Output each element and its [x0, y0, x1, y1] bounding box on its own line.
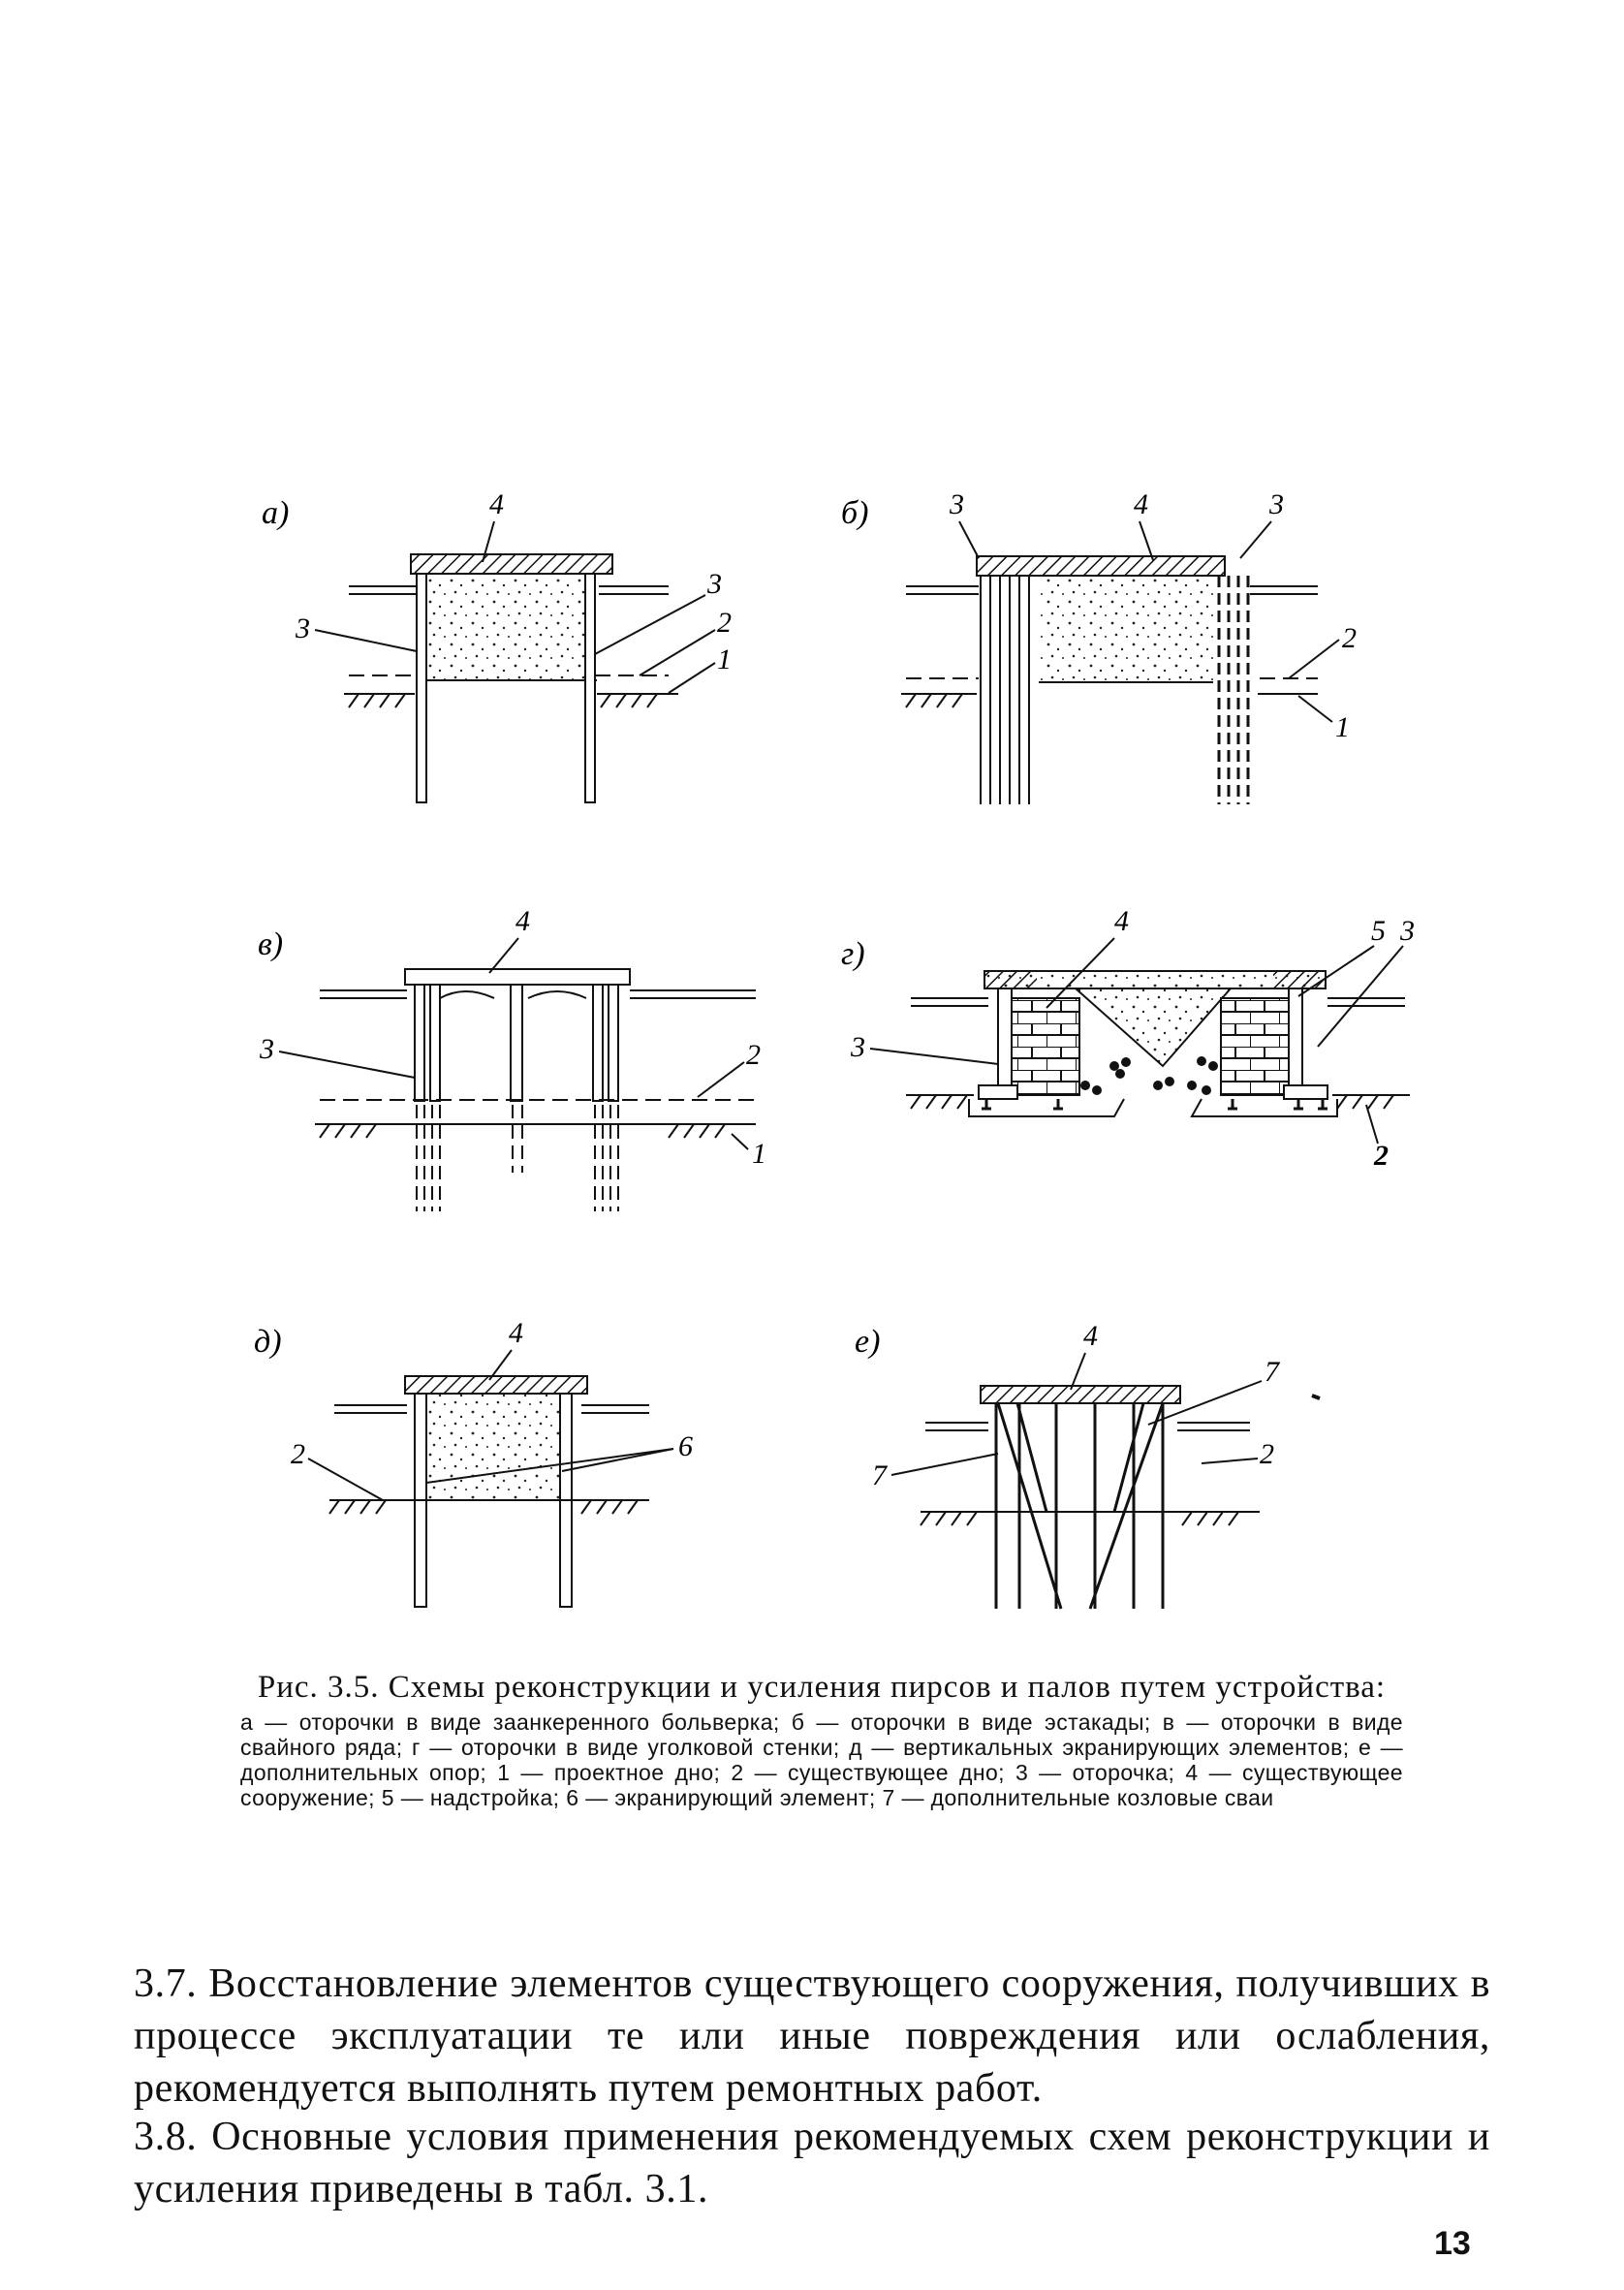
callout: 2 [1373, 1140, 1389, 1172]
panel-label: б) [841, 495, 868, 531]
panel-g: г) 4 5 3 [841, 905, 1415, 1172]
callout: 2 [746, 1039, 761, 1071]
panel-label: д) [254, 1324, 282, 1360]
panel-e: е) 4 7 7 2 [855, 1320, 1321, 1610]
panel-d: д) 4 2 6 [254, 1317, 693, 1608]
callout: 3 [850, 1031, 865, 1063]
panel-label: е) [855, 1324, 880, 1360]
callout: 2 [291, 1438, 305, 1470]
panel-label: г) [841, 936, 865, 972]
panel-b: б) 3 4 3 2 1 [841, 488, 1357, 804]
callout: 3 [1268, 488, 1284, 520]
callout: 4 [509, 1317, 523, 1349]
callout: 4 [1134, 488, 1148, 520]
callout: 4 [489, 488, 504, 520]
panel-v: в) 4 3 2 1 [258, 905, 766, 1211]
panel-a: а) 4 3 3 2 1 [262, 488, 732, 803]
callout: 5 [1371, 915, 1386, 947]
callout: 6 [678, 1430, 693, 1462]
callout: 1 [1335, 711, 1350, 743]
callout: 3 [1399, 915, 1415, 947]
callout: 3 [949, 488, 964, 520]
callout: 3 [706, 568, 722, 600]
callout: 3 [295, 612, 310, 644]
paragraph-3-8: 3.8. Основные условия применения рекомен… [134, 2111, 1490, 2215]
paragraph-text: 3.8. Основные условия применения рекомен… [134, 2115, 1490, 2212]
callout: 4 [1083, 1320, 1098, 1352]
panel-label: а) [262, 495, 289, 531]
page-number: 13 [1434, 2225, 1471, 2262]
callout: 7 [872, 1459, 889, 1491]
callout: 2 [1342, 622, 1357, 654]
callout: 1 [717, 643, 732, 675]
caption-title: Рис. 3.5. Схемы реконструкции и усиления… [257, 1670, 1387, 1705]
caption-legend: а — оторочки в виде заанкеренного больве… [240, 1710, 1403, 1810]
paragraph-text: 3.7. Восстановление элементов существующ… [134, 1961, 1490, 2111]
callout: 2 [1260, 1438, 1274, 1470]
callout: 1 [752, 1138, 766, 1170]
callout: 7 [1265, 1356, 1281, 1388]
callout: 4 [515, 905, 530, 937]
figure-caption: Рис. 3.5. Схемы реконструкции и усиления… [240, 1669, 1403, 1810]
figure-3-5: а) 4 3 3 2 1 б) [254, 488, 1415, 1610]
panel-label: в) [258, 926, 283, 962]
callout: 2 [717, 607, 732, 639]
paragraph-3-7: 3.7. Восстановление элементов существующ… [134, 1958, 1490, 2115]
callout: 4 [1114, 905, 1129, 937]
callout: 3 [259, 1033, 274, 1065]
